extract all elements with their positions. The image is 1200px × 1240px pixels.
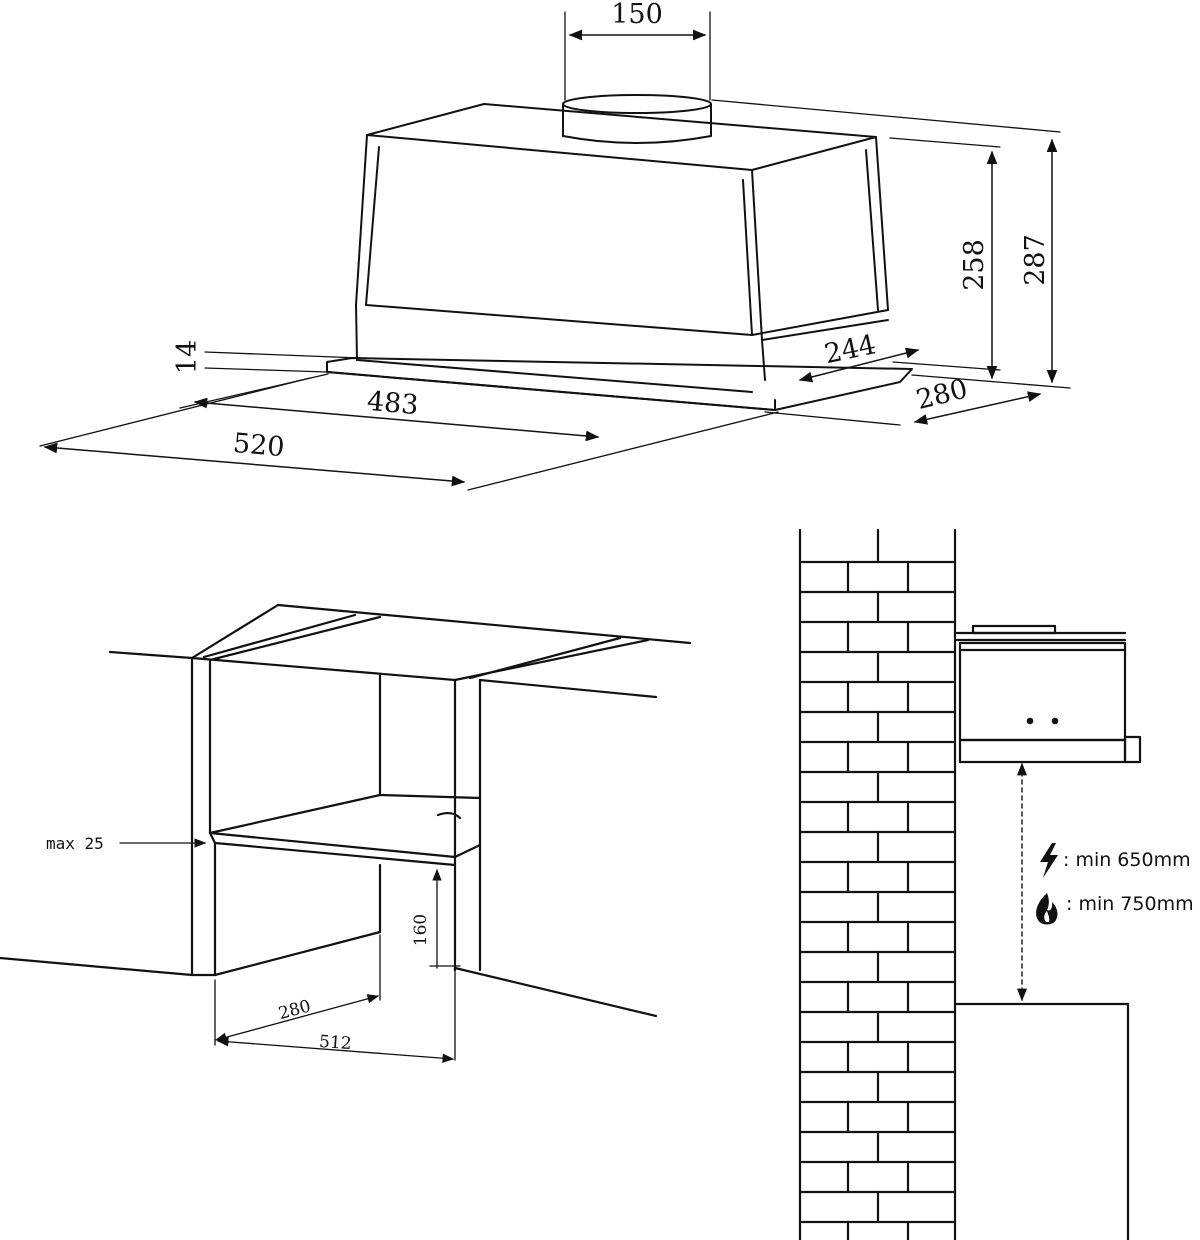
duct-diameter-label: 150 [611, 0, 663, 30]
lightning-bolt-icon [1040, 843, 1058, 878]
hood-body [355, 103, 889, 393]
wall-mounting-drawing: : min 650mm : min 750mm [798, 528, 1194, 1240]
flame-icon [1036, 893, 1058, 925]
dim-total-depth: 280 [764, 373, 1042, 426]
counter [953, 1002, 1130, 1240]
hood-dimension-drawing: 150 258 287 244 280 [39, 0, 1071, 491]
body-width-label: 483 [366, 386, 420, 421]
body-height-label: 258 [959, 239, 990, 291]
installed-hood [955, 624, 1142, 764]
depth-label: 280 [276, 996, 313, 1024]
dim-total-height: 287 [1020, 138, 1058, 384]
dim-body-height: 258 [959, 150, 998, 380]
dim-visor-depth: 244 [798, 329, 920, 383]
dim-duct-diameter: 150 [564, 0, 711, 101]
total-width-label: 520 [232, 428, 286, 463]
cabinet-dimensions: max 25 160 280 512 [46, 834, 461, 1063]
electric-min-label: : min 650mm [1063, 849, 1191, 871]
visor-depth-label: 244 [822, 329, 879, 370]
shelf-thickness-label: max 25 [46, 834, 104, 853]
total-height-label: 287 [1020, 234, 1051, 286]
total-depth-label: 280 [913, 373, 971, 416]
gas-min-label: : min 750mm [1066, 893, 1194, 915]
duct-collar [562, 94, 712, 144]
dim-visor-thickness: 14 [172, 340, 361, 374]
cabinet-cutout-drawing [0, 603, 692, 1018]
dim-total-width: 520 [39, 377, 779, 491]
visor-thickness-label: 14 [172, 340, 203, 374]
width-label: 512 [318, 1032, 352, 1054]
clearance-height-label: 160 [411, 914, 431, 946]
dim-body-width: 483 [179, 373, 600, 442]
brick-wall [798, 528, 957, 1240]
